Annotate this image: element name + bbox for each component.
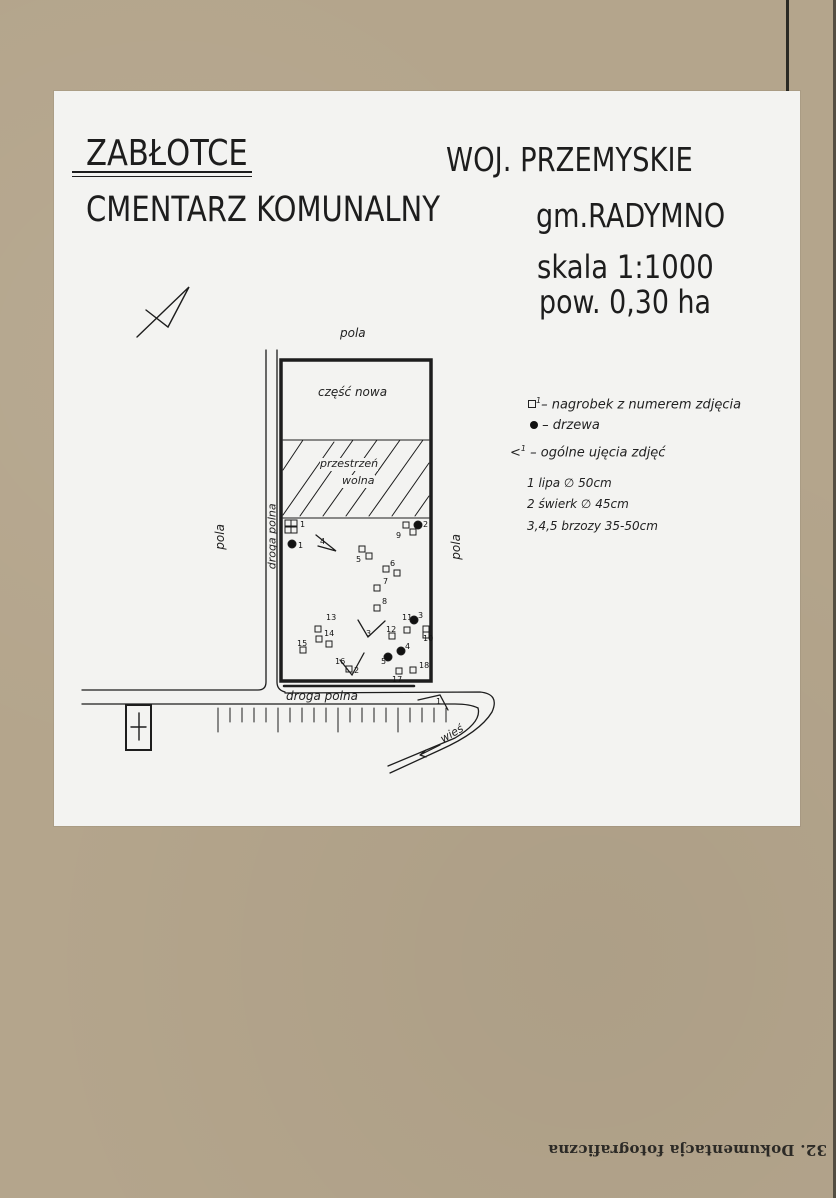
area-text: pow. 0,30 ha	[539, 283, 712, 321]
page-caption: 32. Dokumentacja fotograficzna	[548, 1141, 828, 1159]
tree-dot-icon	[530, 421, 538, 429]
tree-dot-icon	[287, 539, 297, 549]
cemetery-boundary	[279, 358, 433, 683]
tree-number-label: 3	[418, 611, 423, 620]
grave-square-icon	[315, 635, 323, 643]
label-fields-top: pola	[340, 326, 366, 340]
grave-number-label: 6	[390, 559, 395, 568]
grave-number-label: 14	[324, 629, 334, 638]
view-number-label: 3	[366, 629, 371, 638]
legend-tree-2: 2 świerk ∅ 45cm	[527, 497, 629, 511]
tree-number-label: 5	[381, 657, 386, 666]
grave-number-label: 10	[423, 634, 433, 643]
cross-icon	[125, 704, 152, 751]
grave-number-label: 9	[396, 531, 401, 540]
place-title: ZABŁOTCE	[86, 133, 248, 174]
scale-text: skala 1:1000	[537, 248, 714, 286]
label-field-road-vertical: droga polna	[265, 503, 279, 570]
grave-number-label: 17	[392, 675, 402, 684]
grave-number-label: 7	[383, 577, 388, 586]
road-ticks	[217, 707, 447, 733]
commune-title: gm.RADYMNO	[536, 196, 726, 235]
board-right-edge	[833, 0, 836, 1198]
grave-square-icon	[402, 521, 410, 529]
legend-tree: – drzewa	[530, 418, 600, 434]
object-title: CMENTARZ KOMUNALNY	[86, 190, 441, 230]
grave-number-label: 18	[419, 661, 429, 670]
tree-dot-icon	[409, 615, 419, 625]
legend-tree-text: – drzewa	[542, 418, 600, 433]
label-free-space-2: wolna	[342, 474, 375, 488]
grave-square-icon	[290, 519, 298, 527]
tree-dot-icon	[413, 520, 423, 530]
board-edge-line	[786, 0, 789, 100]
label-new-part: część nowa	[318, 385, 388, 399]
grave-square-icon	[393, 569, 401, 577]
view-number-label: 2	[354, 666, 359, 675]
tree-number-label: 1	[298, 541, 303, 550]
view-angle-icon	[357, 619, 386, 639]
grave-square-icon	[422, 625, 430, 633]
grave-square-icon	[395, 667, 403, 675]
label-free-space-1: przestrzeń	[320, 457, 379, 471]
grave-square-icon	[290, 526, 298, 534]
grave-square-icon	[528, 400, 536, 409]
grave-number-label: 15	[297, 639, 307, 648]
grave-square-icon	[365, 552, 373, 560]
grave-number-label: 8	[382, 597, 387, 606]
tree-dot-icon	[383, 652, 393, 662]
view-angle-icon: <	[510, 445, 521, 461]
view-angle-icon	[339, 652, 365, 677]
legend-tree-1: 1 lipa ∅ 50cm	[527, 476, 612, 490]
view-number-label: 1	[436, 697, 441, 706]
legend-view-text: – ogólne ujęcia zdjęć	[530, 445, 666, 461]
legend-view: <1 – ogólne ujęcia zdjęć	[510, 444, 665, 461]
grave-number-label: 1	[300, 520, 305, 529]
tree-dot-icon	[396, 646, 406, 656]
legend-view-num: 1	[520, 444, 526, 453]
place-underline	[72, 171, 252, 177]
grave-number-label: 12	[386, 625, 396, 634]
grave-square-icon	[358, 545, 366, 553]
grave-square-icon	[409, 528, 417, 536]
label-fields-left: pola	[212, 524, 227, 550]
field-road-horizontal	[81, 691, 495, 774]
grave-square-icon	[284, 526, 292, 534]
label-field-road-horizontal: droga polna	[286, 689, 358, 703]
view-angle-icon	[417, 694, 449, 711]
grave-square-icon	[409, 666, 417, 674]
grave-square-icon	[314, 625, 322, 633]
field-road-vertical	[81, 349, 267, 691]
grave-square-icon	[422, 631, 430, 639]
grave-square-icon	[373, 604, 381, 612]
grave-square-icon	[382, 565, 390, 573]
field-road-vertical-right	[276, 349, 286, 693]
voivodeship-title: WOJ. PRZEMYSKIE	[446, 140, 693, 179]
label-fields-right: pola	[448, 534, 463, 560]
grave-number-label: 16	[335, 657, 345, 666]
legend-grave-num: 1	[536, 396, 542, 405]
view-angle-icon	[315, 534, 337, 552]
grave-square-icon	[325, 640, 333, 648]
grave-square-icon	[403, 626, 411, 634]
view-number-label: 4	[320, 537, 325, 546]
legend-grave: 1– nagrobek z numerem zdjęcia	[528, 396, 741, 413]
legend-grave-text: – nagrobek z numerem zdjęcia	[541, 397, 742, 413]
grave-square-icon	[373, 584, 381, 592]
grave-number-label: 13	[326, 613, 336, 622]
road-to-village	[387, 707, 480, 767]
grave-number-label: 11	[402, 613, 412, 622]
grave-square-icon	[284, 519, 292, 527]
arrow-left-icon	[419, 744, 441, 758]
tree-number-label: 2	[423, 520, 428, 529]
grave-number-label: 5	[356, 555, 361, 564]
tree-number-label: 4	[405, 642, 410, 651]
legend-tree-3: 3,4,5 brzozy 35-50cm	[527, 519, 658, 533]
grave-square-icon	[299, 646, 307, 654]
grave-square-icon	[388, 632, 396, 640]
north-arrow-icon	[136, 286, 190, 338]
